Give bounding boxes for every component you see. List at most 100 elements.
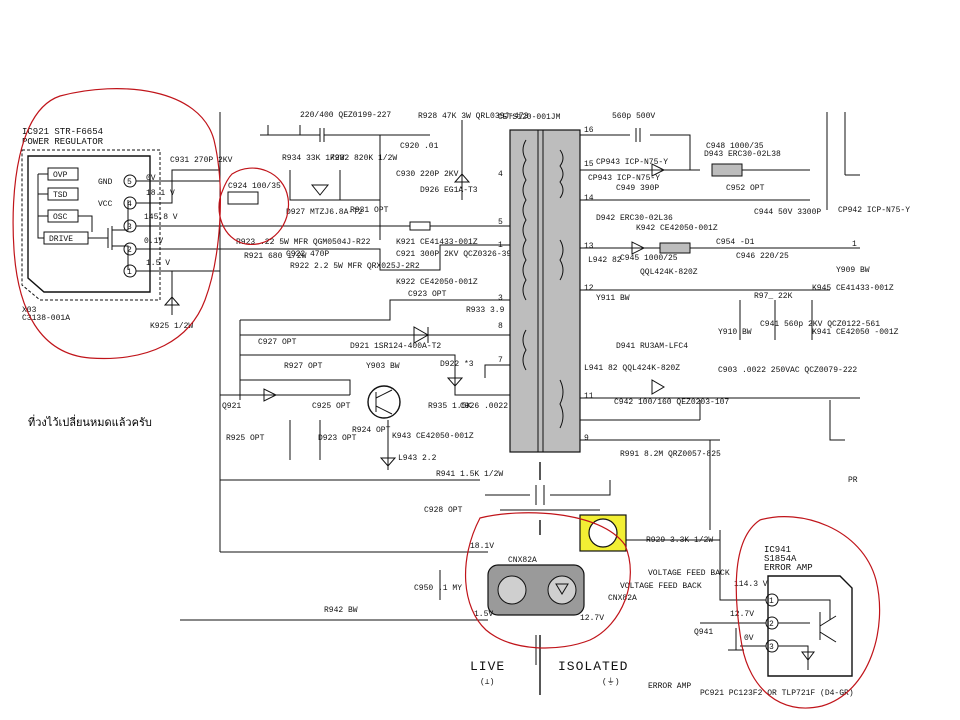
ic921-title: IC921 STR-F6654	[22, 127, 103, 137]
svg-text:Y909 BW: Y909 BW	[836, 266, 870, 275]
svg-text:0V: 0V	[146, 174, 156, 183]
svg-text:3: 3	[498, 294, 503, 303]
svg-text:C945 1000/25: C945 1000/25	[620, 254, 678, 263]
svg-text:R935 1.5K: R935 1.5K	[428, 402, 471, 411]
svg-text:C921 300P 2KV QCZ0326-391: C921 300P 2KV QCZ0326-391	[396, 250, 516, 259]
svg-text:CP943 ICP-N75-Y: CP943 ICP-N75-Y	[588, 174, 660, 183]
svg-text:C941 560p 2KV QCZ0122-561: C941 560p 2KV QCZ0122-561	[760, 320, 880, 329]
isolation-section: R941 1.5K 1/2W C928 OPT R929 3.3K 1/2W	[424, 462, 720, 545]
svg-text:C925 OPT: C925 OPT	[312, 402, 351, 411]
transformer-ref: CETS120-001JM	[498, 113, 561, 122]
svg-text:C930 220P 2KV: C930 220P 2KV	[396, 170, 459, 179]
svg-text:C950 .1 MY: C950 .1 MY	[414, 584, 462, 593]
svg-text:C931 270P 2KV: C931 270P 2KV	[170, 156, 233, 165]
red-circle-ic921	[12, 88, 221, 360]
svg-text:R932 820K 1/2W: R932 820K 1/2W	[330, 154, 397, 163]
svg-text:2: 2	[127, 246, 132, 255]
svg-text:C924 100/35: C924 100/35	[228, 182, 281, 191]
annotation-note: ที่วงไว้เปลี่ยนหมดแล้วครับ	[28, 414, 152, 429]
red-circle-ic941	[735, 516, 881, 709]
svg-text:C903 .0022 250VAC QCZ0079-222: C903 .0022 250VAC QCZ0079-222	[718, 366, 857, 375]
ic921-subtitle: POWER REGULATOR	[22, 137, 104, 147]
highlighted-component	[579, 514, 627, 552]
svg-text:K921 CE41433-001Z: K921 CE41433-001Z	[396, 238, 478, 247]
svg-text:(⊥): (⊥)	[480, 678, 494, 687]
svg-text:Y903 BW: Y903 BW	[366, 362, 400, 371]
svg-text:C926 .0022: C926 .0022	[460, 402, 508, 411]
ic941-title: IC941	[764, 545, 791, 555]
svg-text:K943 CE42050-001Z: K943 CE42050-001Z	[392, 432, 474, 441]
svg-text:3: 3	[769, 643, 774, 652]
ic921-part: C3138-001A	[22, 314, 70, 323]
secondary-outputs: 560p 500V CP943 ICP-N75-Y D943 ERC30-02L…	[580, 112, 910, 530]
optocoupler-pc921: CNX82A 18.1V 1.5V 12.7V VOLTAGE FEED BAC…	[470, 542, 730, 623]
svg-text:C920 .01: C920 .01	[400, 142, 439, 151]
svg-text:145.8 V: 145.8 V	[144, 213, 178, 222]
ic921-q-ref: X03	[22, 306, 37, 315]
isolated-label: ISOLATED	[558, 659, 628, 674]
primary-snubber: C931 270P 2KV C924 100/35 220/400 QEZ019…	[170, 111, 529, 287]
svg-text:R942 BW: R942 BW	[324, 606, 358, 615]
ic921-pins: 5 4 3 2 1	[123, 174, 137, 278]
svg-text:1.5 V: 1.5 V	[146, 259, 170, 268]
svg-text:D921 1SR124-400A-T2: D921 1SR124-400A-T2	[350, 342, 441, 351]
svg-text:R928 47K 3W QRL039J-473: R928 47K 3W QRL039J-473	[418, 112, 529, 121]
svg-text:18.1 V: 18.1 V	[146, 189, 175, 198]
svg-text:PR: PR	[848, 476, 858, 485]
svg-text:R922 2.2 5W MFR QRX025J-2R2: R922 2.2 5W MFR QRX025J-2R2	[290, 262, 420, 271]
svg-text:K942 CE42050-001Z: K942 CE42050-001Z	[636, 224, 718, 233]
svg-text:ERROR AMP: ERROR AMP	[648, 682, 691, 691]
svg-text:CP942 ICP-N75-Y: CP942 ICP-N75-Y	[838, 206, 910, 215]
svg-text:VOLTAGE FEED BACK: VOLTAGE FEED BACK	[620, 582, 702, 591]
svg-text:R933 3.9 1/2W: R933 3.9 1/2W	[466, 306, 529, 315]
svg-text:C949 390P: C949 390P	[616, 184, 659, 193]
svg-text:C942 100/160 QEZ0203-107: C942 100/160 QEZ0203-107	[614, 398, 729, 407]
svg-text:1: 1	[127, 268, 132, 277]
svg-text:C952 OPT: C952 OPT	[726, 184, 765, 193]
svg-text:D922 *3: D922 *3	[440, 360, 474, 369]
svg-text:OSC: OSC	[53, 213, 68, 222]
svg-text:TSD: TSD	[53, 191, 68, 200]
red-circle-optocoupler	[465, 512, 631, 649]
svg-text:R927 OPT: R927 OPT	[284, 362, 323, 371]
svg-text:D941 RU3AM-LFC4: D941 RU3AM-LFC4	[616, 342, 688, 351]
ic921-wiring: K925 1/2W	[136, 169, 220, 331]
svg-text:L942 82: L942 82	[588, 256, 622, 265]
svg-text:Q921: Q921	[222, 402, 241, 411]
svg-text:4: 4	[127, 200, 132, 209]
svg-text:14: 14	[584, 194, 594, 203]
svg-text:OVP: OVP	[53, 171, 68, 180]
svg-text:QQL424K-820Z: QQL424K-820Z	[640, 268, 698, 277]
svg-text:C923 OPT: C923 OPT	[408, 290, 447, 299]
svg-text:DRIVE: DRIVE	[49, 235, 73, 244]
svg-text:12.7V: 12.7V	[580, 614, 604, 623]
svg-text:1.5V: 1.5V	[474, 610, 493, 619]
svg-text:K945 CE41433-001Z: K945 CE41433-001Z	[812, 284, 894, 293]
svg-text:C946 220/25: C946 220/25	[736, 252, 789, 261]
svg-text:7: 7	[498, 356, 503, 365]
svg-text:D923 OPT: D923 OPT	[318, 434, 357, 443]
live-isolated-labels: LIVE ISOLATED (⊥) (⏚)	[470, 635, 628, 695]
ic921-gnd-label: GND	[98, 178, 113, 187]
svg-text:R923 .22 5W MFR QGM0504J-R22: R923 .22 5W MFR QGM0504J-R22	[236, 238, 371, 247]
svg-text:K941 CE42050 -001Z: K941 CE42050 -001Z	[812, 328, 899, 337]
svg-text:1: 1	[852, 240, 857, 249]
svg-text:1: 1	[769, 597, 774, 606]
svg-text:12.7V: 12.7V	[730, 610, 754, 619]
svg-text:C927 OPT: C927 OPT	[258, 338, 297, 347]
svg-text:114.3 V: 114.3 V	[734, 580, 768, 589]
ic941-subtitle: ERROR AMP	[764, 563, 813, 573]
svg-text:15: 15	[584, 160, 594, 169]
svg-text:R924 OPT: R924 OPT	[352, 426, 391, 435]
svg-text:D926 EG1A-T3: D926 EG1A-T3	[420, 186, 478, 195]
svg-text:2: 2	[769, 620, 774, 629]
svg-text:PC921 PC123F2 OR TLP721F (D4-G: PC921 PC123F2 OR TLP721F (D4-GR)	[700, 689, 854, 698]
svg-text:C948 1000/35: C948 1000/35	[706, 142, 764, 151]
svg-text:K922 CE42050-001Z: K922 CE42050-001Z	[396, 278, 478, 287]
svg-text:R991 8.2M QRZ0057-825: R991 8.2M QRZ0057-825	[620, 450, 721, 459]
svg-text:C928 OPT: C928 OPT	[424, 506, 463, 515]
svg-text:18.1V: 18.1V	[470, 542, 494, 551]
svg-text:0.1V: 0.1V	[144, 237, 163, 246]
svg-text:R934 33K 1/2W: R934 33K 1/2W	[282, 154, 345, 163]
